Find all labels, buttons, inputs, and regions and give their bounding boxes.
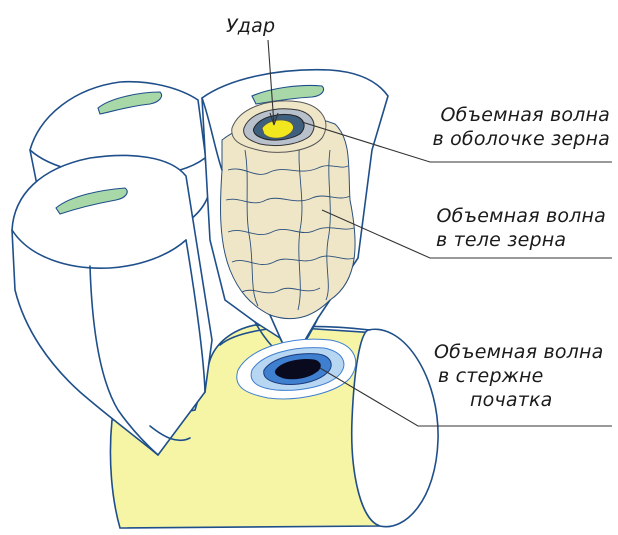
- shell-wave-label: Объемная волна в оболочке зерна: [430, 103, 610, 151]
- core-wave-line2: в стержне: [434, 364, 610, 388]
- core-wave-label: Объемная волна в стержне початка: [434, 340, 610, 412]
- impact-label: Удар: [226, 14, 275, 38]
- grain-central: [202, 70, 388, 362]
- body-wave-line2: в теле зерна: [430, 228, 606, 252]
- shell-wave-line2: в оболочке зерна: [430, 127, 610, 151]
- grain-front-left: [12, 155, 212, 455]
- core-wave-line3: початка: [434, 388, 610, 412]
- body-wave-label: Объемная волна в теле зерна: [430, 204, 606, 252]
- shell-wave-line1: Объемная волна: [430, 103, 610, 127]
- core-wave-line1: Объемная волна: [434, 340, 610, 364]
- body-wave-line1: Объемная волна: [430, 204, 606, 228]
